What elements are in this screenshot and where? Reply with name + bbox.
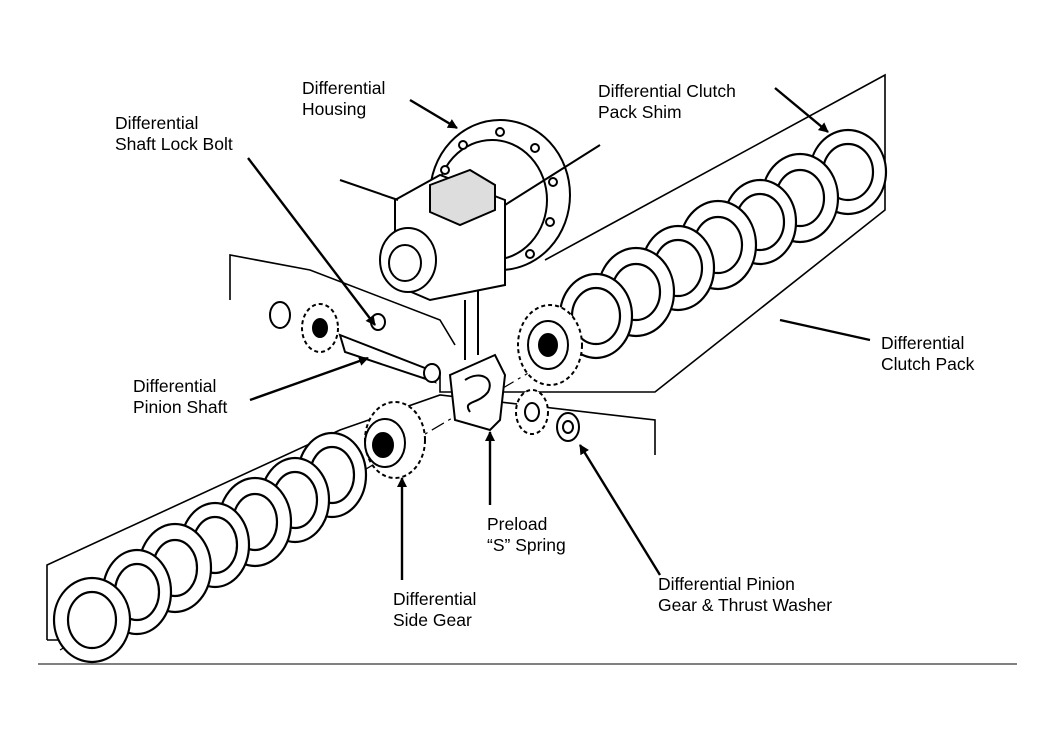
label-side-gear: Differential Side Gear <box>393 589 476 631</box>
leader-shim <box>774 87 829 133</box>
side-gear-left <box>364 401 426 479</box>
pinion-plane <box>229 254 456 346</box>
label-line: Differential <box>393 589 477 609</box>
pinion-gear-right <box>515 389 580 442</box>
label-shaft-lock-bolt: Differential Shaft Lock Bolt <box>115 113 233 155</box>
leader-pinion-shaft <box>249 356 369 402</box>
leader-pinion-washer <box>578 444 662 576</box>
leader-lines <box>247 87 871 580</box>
label-preload-spring: Preload “S” Spring <box>487 514 566 556</box>
side-gear-right <box>517 304 583 386</box>
label-clutch-pack-shim: Differential Clutch Pack Shim <box>598 81 736 123</box>
label-line: Gear & Thrust Washer <box>658 595 833 615</box>
label-clutch-pack: Differential Clutch Pack <box>881 333 974 375</box>
preload-s-spring <box>448 290 507 432</box>
label-line: Clutch Pack <box>881 354 975 374</box>
label-line: Preload <box>487 514 548 534</box>
label-differential-housing: Differential Housing <box>302 78 385 120</box>
label-line: Differential <box>133 376 217 396</box>
label-line: Shaft Lock Bolt <box>115 134 233 154</box>
label-line: Side Gear <box>393 610 472 630</box>
pinion-shaft <box>338 313 441 384</box>
label-line: Differential Clutch <box>598 81 736 101</box>
label-line: “S” Spring <box>487 535 566 555</box>
label-line: Differential <box>115 113 199 133</box>
label-pinion-shaft: Differential Pinion Shaft <box>133 376 227 418</box>
clutch-pack-right <box>558 128 888 360</box>
label-line: Housing <box>302 99 367 119</box>
label-line: Pack Shim <box>598 102 682 122</box>
leader-lock-bolt <box>247 157 376 326</box>
label-line: Differential <box>302 78 386 98</box>
leader-clutch-pack <box>779 318 871 342</box>
differential-housing <box>339 119 601 302</box>
pinion-gear-left <box>269 301 339 353</box>
leader-housing <box>409 98 458 130</box>
label-line: Pinion Shaft <box>133 397 228 417</box>
upper-clutch-plane <box>439 73 886 393</box>
label-pinion-gear-washer: Differential Pinion Gear & Thrust Washer <box>658 574 832 616</box>
clutch-pack-left <box>52 431 368 664</box>
label-line: Differential Pinion <box>658 574 795 594</box>
label-line: Differential <box>881 333 965 353</box>
